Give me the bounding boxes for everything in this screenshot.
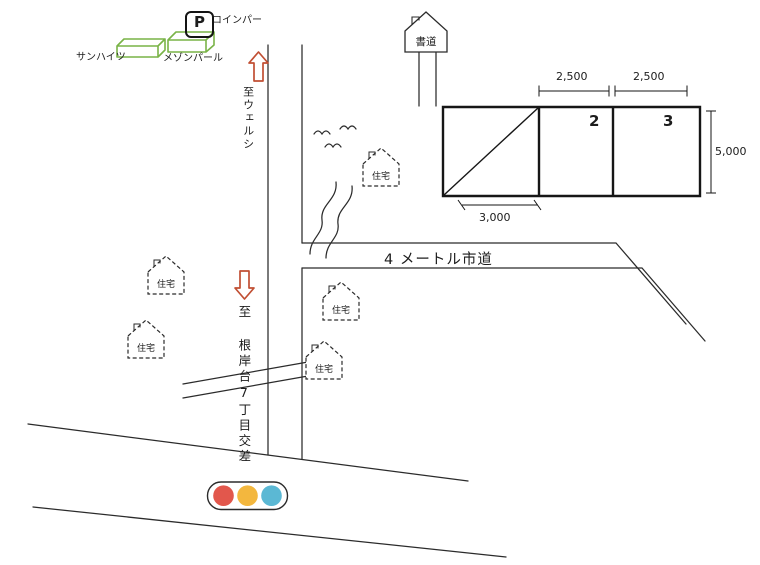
road-diagonal-upper (27, 423, 469, 482)
traffic-light (206, 481, 289, 511)
house-chimney (153, 259, 161, 267)
road-diagonal-lower (32, 506, 507, 558)
calligraphy-house-outline (404, 11, 448, 53)
dim-right-line (706, 110, 716, 194)
dim-right-label: 5,000 (715, 145, 747, 158)
parking-p-icon: P (185, 11, 214, 38)
house-label: 住宅 (157, 278, 175, 290)
road-curve-right (325, 185, 353, 259)
dim-top-left-line (538, 85, 610, 97)
dim-top-right-label: 2,500 (633, 70, 665, 83)
house-icon: 住宅 (305, 340, 343, 380)
roads (27, 44, 706, 558)
house-chimney (328, 285, 336, 293)
house-chimney (311, 344, 319, 352)
house-outline (305, 340, 343, 380)
house-icon: 住宅 (362, 147, 400, 187)
house-outline (322, 281, 360, 321)
signal-red-lamp (213, 485, 234, 507)
parking-lot-plan (441, 85, 716, 211)
railroad-crossing (182, 361, 309, 399)
sun-heights-label: サンハイツ (76, 52, 126, 63)
lot-space-3-label: 3 (663, 112, 674, 130)
dimension-lines (457, 85, 716, 211)
calligraphy-label: 書道 (416, 35, 437, 48)
lot-outline (441, 105, 702, 198)
road-main-bottom (301, 267, 706, 342)
house-chimney (368, 151, 376, 159)
house-label: 住宅 (332, 304, 350, 316)
house-chimney (133, 323, 141, 331)
house-icon: 住宅 (127, 319, 165, 359)
dim-top-right-line (614, 85, 688, 97)
dim-bottom-line (457, 199, 542, 211)
signal-blue-lamp (261, 485, 282, 507)
calligraphy-house-chimney (411, 16, 420, 25)
residences: 住宅 住宅 住宅 住宅 住宅 (127, 147, 400, 380)
birds (313, 125, 357, 149)
house-label: 住宅 (372, 170, 390, 182)
house-label: 住宅 (137, 342, 155, 354)
house-icon: 住宅 (322, 281, 360, 321)
building-sun-heights (116, 38, 166, 58)
coin-parking-label: コインパー (212, 15, 262, 26)
arrow-down-icon (234, 270, 255, 300)
signal-yellow-lamp (237, 485, 258, 507)
dim-top-left-label: 2,500 (556, 70, 588, 83)
house-icon: 住宅 (147, 255, 185, 295)
calligraphy-house-icon: 書道 (404, 11, 448, 53)
house-label: 住宅 (315, 363, 333, 375)
road-main-top (301, 242, 687, 325)
road-curve-left (309, 181, 337, 255)
bird-icon (339, 125, 357, 131)
maison-pearl-label: メゾンパール (163, 53, 223, 64)
bird-icon (324, 143, 342, 149)
house-outline (147, 255, 185, 295)
road-4m-label: 4 メートル市道 (384, 252, 493, 268)
house-outline (362, 147, 400, 187)
bird-icon (313, 130, 331, 136)
to-negishidai-label: 至 根岸台7丁目交差 (236, 305, 252, 465)
lot-space-2-label: 2 (589, 112, 600, 130)
house-outline (127, 319, 165, 359)
to-welcia-label: 至ウェルシ (241, 86, 255, 151)
dim-bottom-label: 3,000 (479, 211, 511, 224)
arrow-up-icon (248, 51, 269, 82)
lot-diagonal (443, 107, 539, 196)
